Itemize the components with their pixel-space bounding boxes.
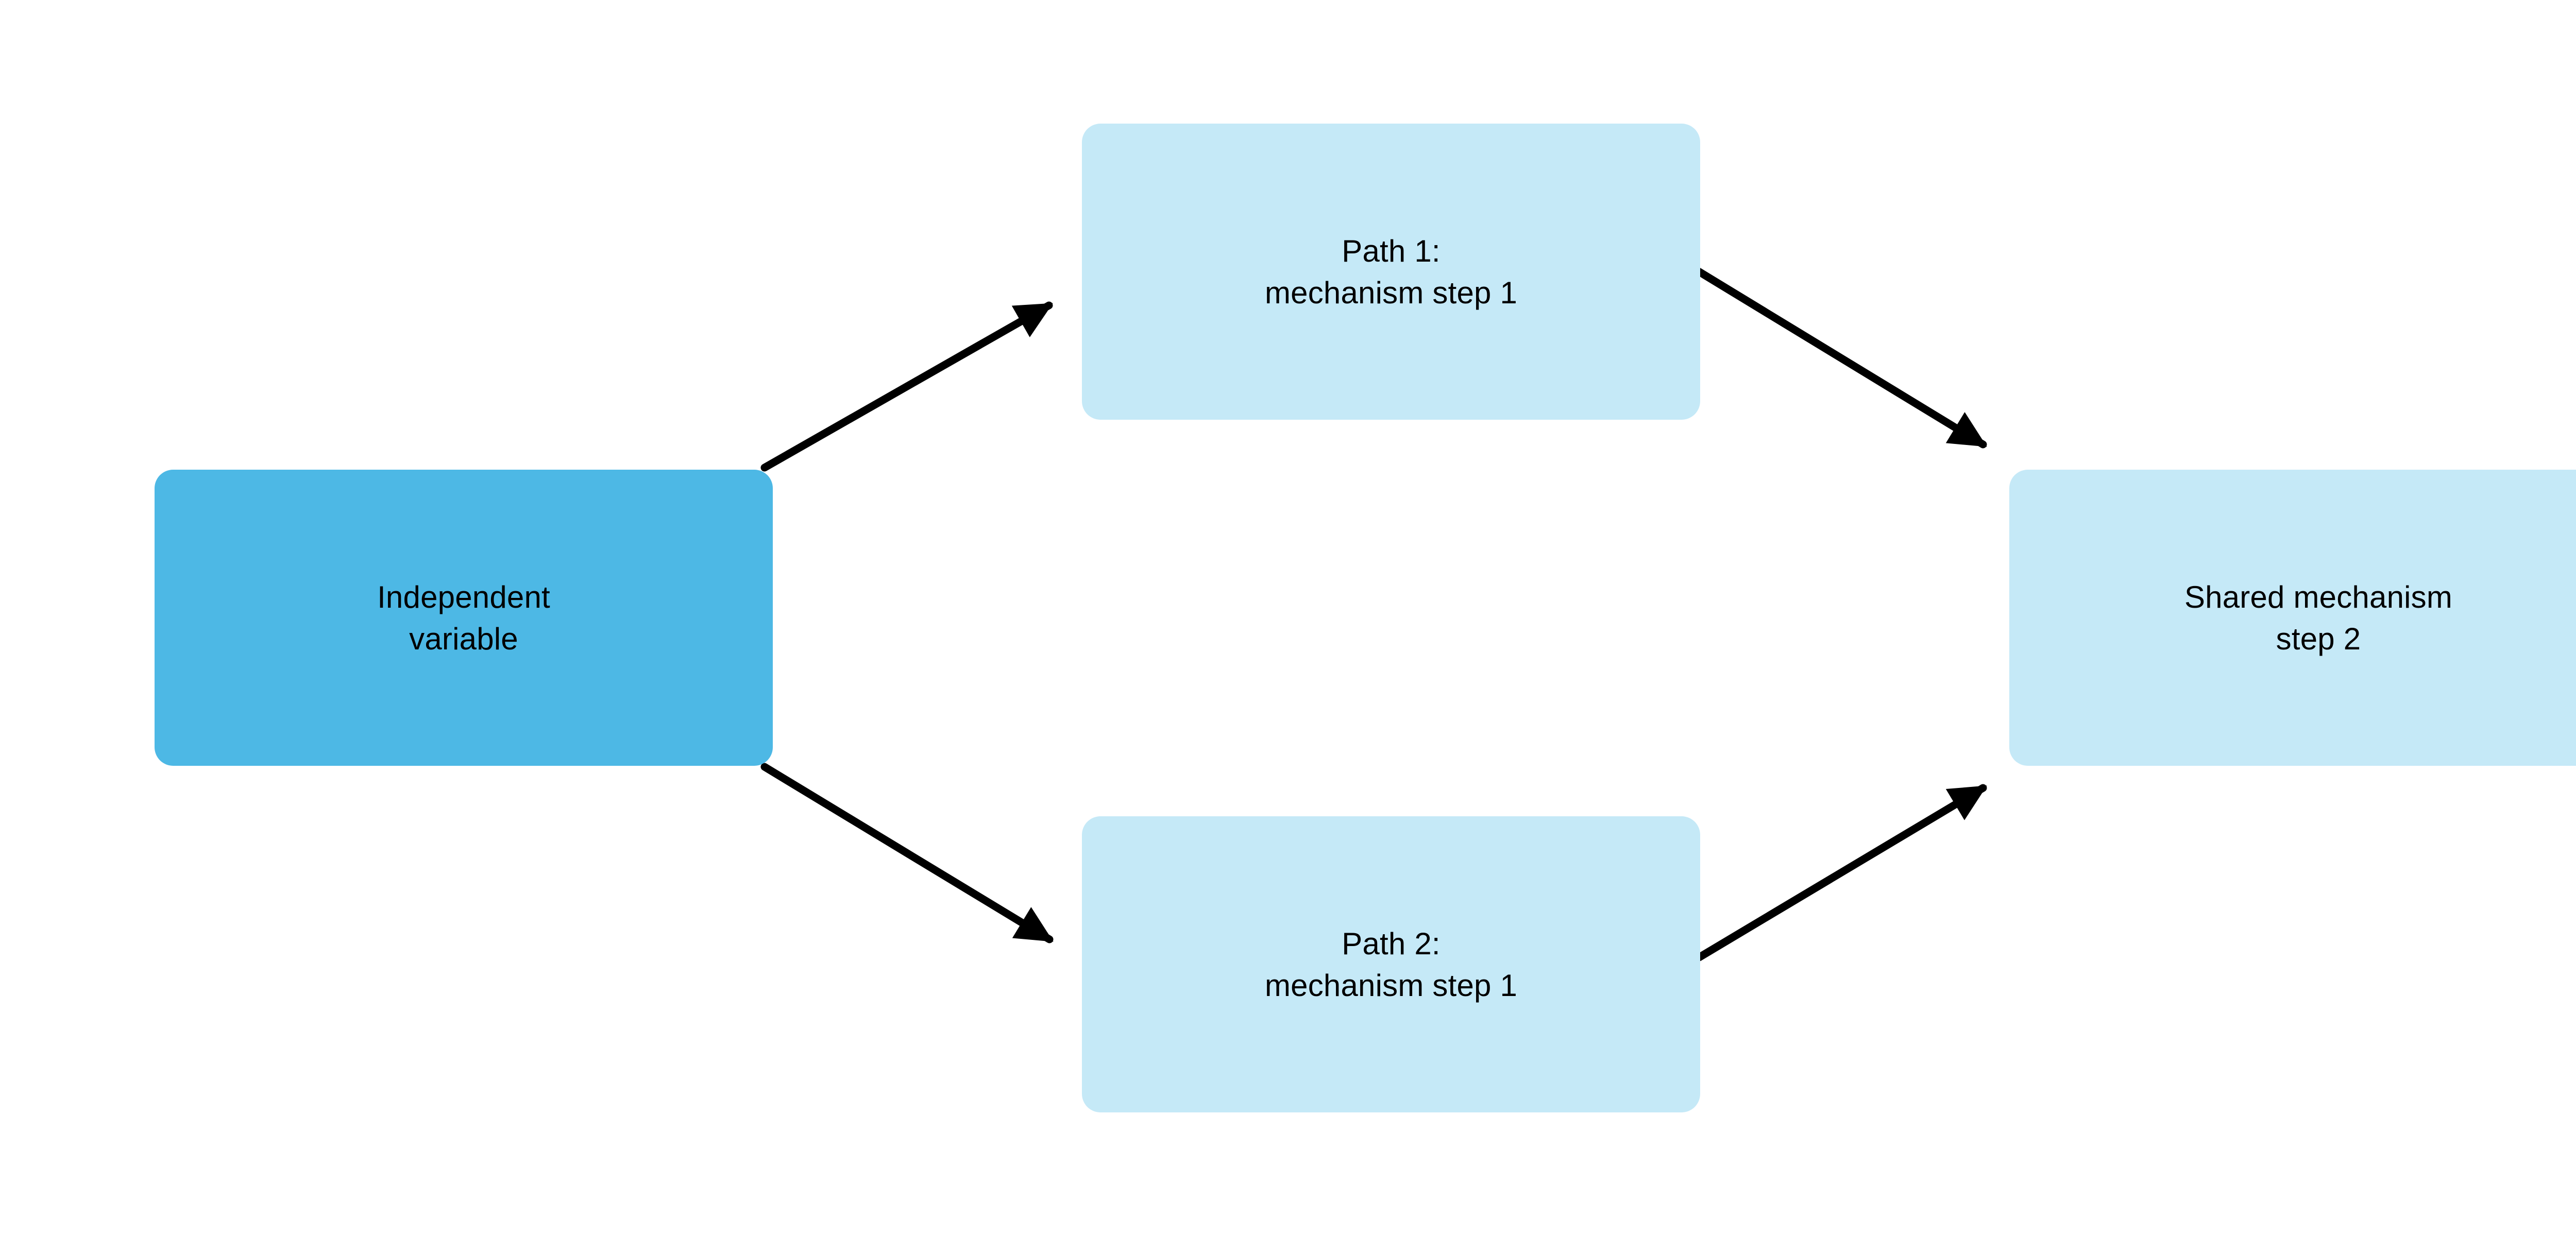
node-shared-mechanism-step-2-label: Shared mechanism step 2 [2184,579,2453,656]
edge-independent-to-path-1 [760,301,1053,472]
node-shared-mechanism-step-2[interactable]: Shared mechanism step 2 [2009,470,2576,766]
edge-path-2-to-shared [1695,784,1987,962]
node-independent-variable-label: Independent variable [377,579,550,656]
edge-independent-to-path-2 [760,763,1054,943]
node-independent-variable[interactable]: Independent variable [155,470,773,766]
edge-path-1-to-shared [1694,267,1987,449]
node-path-1-mechanism-step-1-label: Path 1: mechanism step 1 [1264,233,1518,310]
node-path-2-mechanism-step-1[interactable]: Path 2: mechanism step 1 [1082,816,1700,1112]
node-path-1-mechanism-step-1[interactable]: Path 1: mechanism step 1 [1082,124,1700,420]
node-path-2-mechanism-step-1-label: Path 2: mechanism step 1 [1264,926,1518,1003]
